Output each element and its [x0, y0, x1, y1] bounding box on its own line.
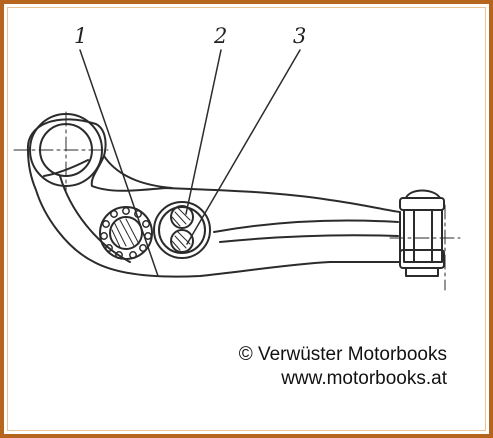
arm-rib: [213, 219, 399, 233]
arm-web-fillet: [43, 159, 89, 177]
callout-3: 3: [293, 24, 307, 48]
callout-1: 1: [74, 24, 88, 48]
center-lines: [13, 111, 461, 291]
leader-lines: [79, 49, 301, 277]
twin-bearing-housing: [153, 201, 211, 259]
pivot-eye-inner: [39, 123, 93, 177]
copyright-block: © Verwüster Motorbooks www.motorbooks.at: [239, 343, 447, 391]
arm-outline: [26, 118, 401, 278]
website-line: www.motorbooks.at: [281, 368, 447, 389]
arm-web-upper: [103, 155, 173, 189]
adjuster-end: [399, 189, 445, 277]
callout-2: 2: [214, 24, 228, 48]
image-frame-inner: [7, 7, 486, 431]
copyright-line: © Verwüster Motorbooks: [238, 344, 447, 365]
arm-rib-2: [219, 234, 399, 243]
roller-bearing: [99, 206, 153, 260]
pivot-eye-outer: [29, 113, 103, 187]
